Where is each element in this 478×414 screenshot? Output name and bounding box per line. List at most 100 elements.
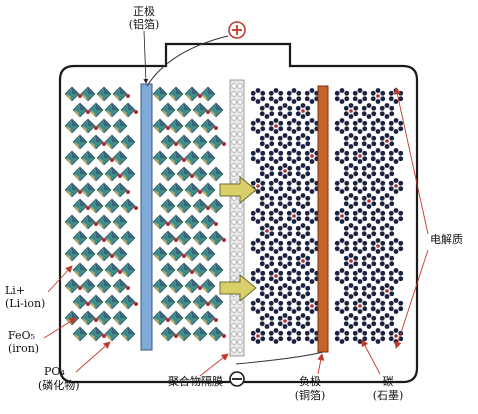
- graphite-ring: [379, 313, 395, 329]
- graphite-ring: [370, 178, 386, 194]
- feo-pointer: [43, 317, 77, 339]
- crystal-unit: [200, 86, 216, 102]
- crystal-unit: [208, 102, 224, 118]
- graphite-ring: [361, 313, 377, 329]
- lithium-ion: [86, 302, 90, 306]
- crystal-unit: [184, 150, 200, 166]
- lithium-ion: [118, 270, 122, 274]
- crystal-unit: [176, 294, 192, 310]
- graphite-ring: [370, 268, 386, 284]
- graphite-ring: [268, 298, 284, 314]
- crystal-unit: [88, 102, 104, 118]
- crystal-unit: [72, 102, 90, 118]
- pore: [231, 243, 237, 249]
- pore: [231, 139, 237, 145]
- lithium-ion: [283, 169, 287, 173]
- graphite-ring: [277, 253, 293, 269]
- graphite-ring: [277, 313, 293, 329]
- graphite-ring: [259, 253, 275, 269]
- graphite-ring: [268, 238, 284, 254]
- lithium-ion: [110, 158, 114, 162]
- crystal-unit: [168, 182, 184, 198]
- pore: [231, 235, 237, 241]
- crystal-unit: [160, 166, 176, 182]
- pore: [237, 307, 243, 313]
- graphite-ring: [295, 283, 311, 299]
- pore: [237, 171, 243, 177]
- pore: [237, 331, 243, 337]
- lithium-ion: [94, 126, 98, 130]
- crystal-unit: [112, 246, 128, 262]
- lithium-ion: [126, 190, 130, 194]
- crystal-unit: [96, 182, 112, 198]
- crystal-unit: [184, 118, 200, 134]
- graphite-ring: [379, 133, 395, 149]
- lithium-ion: [274, 274, 278, 278]
- graphite-ring: [250, 328, 266, 344]
- graphite-ring: [361, 133, 377, 149]
- graphite-ring: [343, 313, 359, 329]
- pore: [237, 339, 243, 345]
- crystal-unit: [112, 310, 128, 326]
- crystal-unit: [104, 166, 122, 182]
- crystal-unit: [64, 182, 82, 198]
- graphite-ring: [286, 268, 302, 284]
- crystal-unit: [168, 278, 184, 294]
- crystal-unit: [208, 294, 224, 310]
- crystal-unit: [176, 166, 194, 182]
- carbon-sublabel: (石墨): [373, 389, 404, 402]
- pore: [231, 99, 237, 105]
- crystal-unit: [80, 278, 96, 294]
- pore: [231, 219, 237, 225]
- graphite-ring: [268, 118, 284, 134]
- graphite-ring: [277, 223, 293, 239]
- lithium-ion: [222, 334, 226, 338]
- crystal-unit: [160, 262, 176, 278]
- lithium-ion: [301, 259, 305, 263]
- crystal-unit: [64, 150, 80, 166]
- po4-label: PO₄: [44, 365, 65, 378]
- crystal-unit: [160, 102, 176, 118]
- positive-terminal: [228, 21, 246, 39]
- crystal-unit: [88, 262, 104, 278]
- pore: [237, 323, 243, 329]
- graphite-ring: [352, 208, 368, 224]
- graphite-ring: [334, 298, 350, 314]
- crystal-unit: [112, 214, 128, 230]
- graphite-ring: [286, 238, 302, 254]
- graphite-ring: [388, 118, 404, 134]
- crystal-unit: [200, 214, 218, 230]
- graphite-ring: [352, 88, 368, 104]
- pore: [231, 299, 237, 305]
- lithium-ion: [190, 270, 194, 274]
- pore: [231, 115, 237, 121]
- anode-pointer: [317, 353, 325, 375]
- graphite-ring: [388, 88, 404, 104]
- pore: [237, 123, 243, 129]
- crystal-unit: [176, 230, 192, 246]
- lithium-ion: [214, 318, 218, 322]
- li-ion-pointer: [47, 265, 73, 293]
- crystal-unit: [208, 198, 224, 214]
- crystal-unit: [120, 230, 136, 246]
- crystal-unit: [80, 118, 98, 134]
- graphite-ring: [370, 208, 386, 224]
- crystal-unit: [104, 262, 122, 278]
- crystal-unit: [192, 294, 210, 310]
- graphite-ring: [343, 163, 359, 179]
- graphite-ring: [304, 88, 320, 104]
- crystal-unit: [168, 246, 186, 262]
- graphite-lattice: [250, 88, 404, 344]
- crystal-unit: [112, 150, 128, 166]
- pore: [237, 259, 243, 265]
- graphite-ring: [388, 298, 404, 314]
- lithium-ion: [394, 184, 398, 188]
- crystal-unit: [184, 86, 202, 102]
- graphite-ring: [343, 133, 359, 149]
- crystal-unit: [72, 326, 88, 342]
- graphite-ring: [352, 298, 368, 314]
- crystal-unit: [96, 246, 114, 262]
- graphite-ring: [334, 88, 350, 104]
- graphite-ring: [379, 103, 395, 119]
- lithium-ion: [358, 304, 362, 308]
